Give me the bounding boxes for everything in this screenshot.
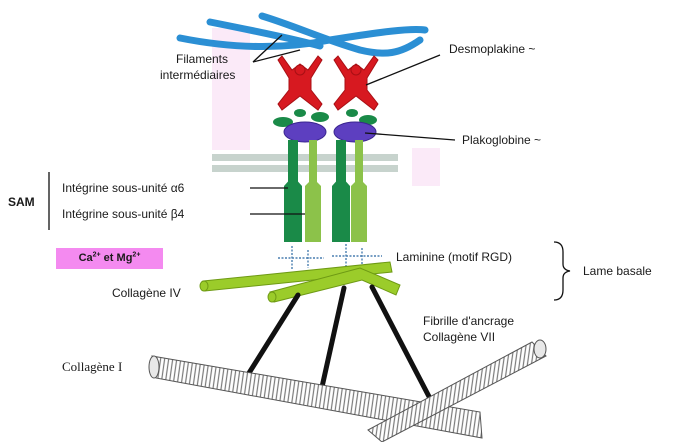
ion-mg: Mg [117,252,133,264]
collagen-i [149,340,546,442]
label-laminine: Laminine (motif RGD) [396,250,512,264]
ion-and: et [101,252,117,264]
ion-mg-charge: 2+ [132,251,140,258]
label-integrine-alpha6: Intégrine sous-unité α6 [62,181,184,195]
plakoglobin [284,122,376,142]
label-filaments-line1: Filaments [176,52,228,66]
label-lame-basale: Lame basale [583,264,652,278]
background-shade [412,148,440,186]
label-fibrille-line1: Fibrille d'ancrage [423,314,514,328]
label-desmoplakine: Desmoplakine ~ [449,42,535,56]
desmoplakin-left [278,56,322,110]
label-plakoglobine: Plakoglobine ~ [462,133,541,147]
plasma-membrane [212,154,398,172]
ion-ca: Ca [79,252,93,264]
label-collagene-i: Collagène I [62,360,122,374]
label-filaments-line2: intermédiaires [160,68,235,82]
label-fibrille-line2: Collagène VII [423,330,495,344]
ions-badge: Ca2+ et Mg2+ [56,248,163,269]
ion-ca-charge: 2+ [93,251,101,258]
label-integrine-beta4: Intégrine sous-unité β4 [62,207,184,221]
label-sam: SAM [8,195,35,209]
label-collagene-iv: Collagène IV [112,286,181,300]
desmoplakin [278,56,378,110]
